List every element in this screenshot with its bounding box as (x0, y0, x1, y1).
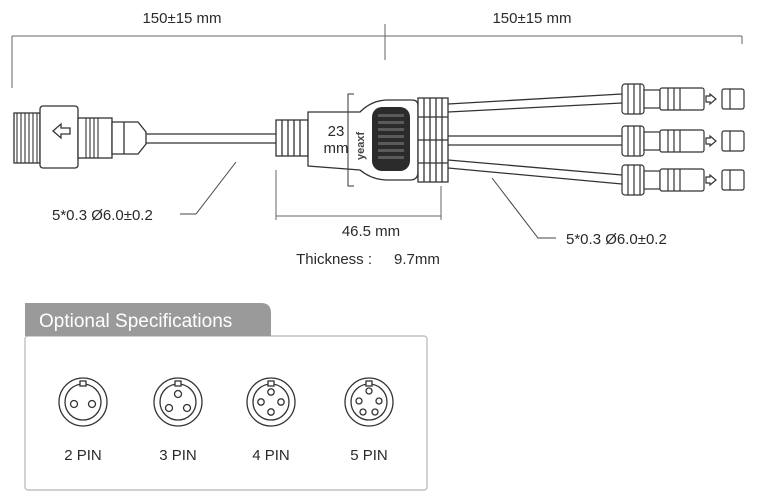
right-cable-spec: 5*0.3 Ø6.0±0.2 (566, 231, 667, 248)
pin-label: 2 PIN (64, 447, 102, 464)
left-cable (146, 133, 276, 144)
left-spec-leader (180, 161, 237, 215)
hub-width-label: 46.5 mm (342, 223, 400, 240)
female-connector-1 (621, 83, 745, 115)
top-dimension-lines (11, 24, 743, 88)
left-length-label: 150±15 mm (142, 10, 221, 27)
thickness-value: 9.7mm (394, 251, 440, 268)
pin-4-icon (246, 377, 296, 427)
options-title: Optional Specifications (39, 311, 232, 332)
thickness-label: Thickness : (296, 251, 372, 268)
pin-3-icon (153, 377, 203, 427)
hub-width-dimension (275, 170, 442, 220)
hub-height-dimension (347, 93, 354, 187)
female-connector-2 (621, 125, 745, 157)
branch-cables (447, 93, 623, 185)
hub-height-unit: mm (324, 140, 349, 157)
right-spec-leader (491, 177, 556, 239)
right-length-label: 150±15 mm (492, 10, 571, 27)
pin-2-icon (58, 377, 108, 427)
pin-5-icon (344, 377, 394, 427)
female-connector-3 (621, 164, 745, 196)
male-connector (13, 105, 147, 169)
hub-brand: yeaxf (355, 132, 367, 160)
pin-label: 3 PIN (159, 447, 197, 464)
pin-label: 4 PIN (252, 447, 290, 464)
pin-label: 5 PIN (350, 447, 388, 464)
left-cable-spec: 5*0.3 Ø6.0±0.2 (52, 207, 153, 224)
hub-grille (378, 114, 404, 159)
options-panel-tab (25, 303, 271, 336)
hub-height-value: 23 (328, 123, 345, 140)
